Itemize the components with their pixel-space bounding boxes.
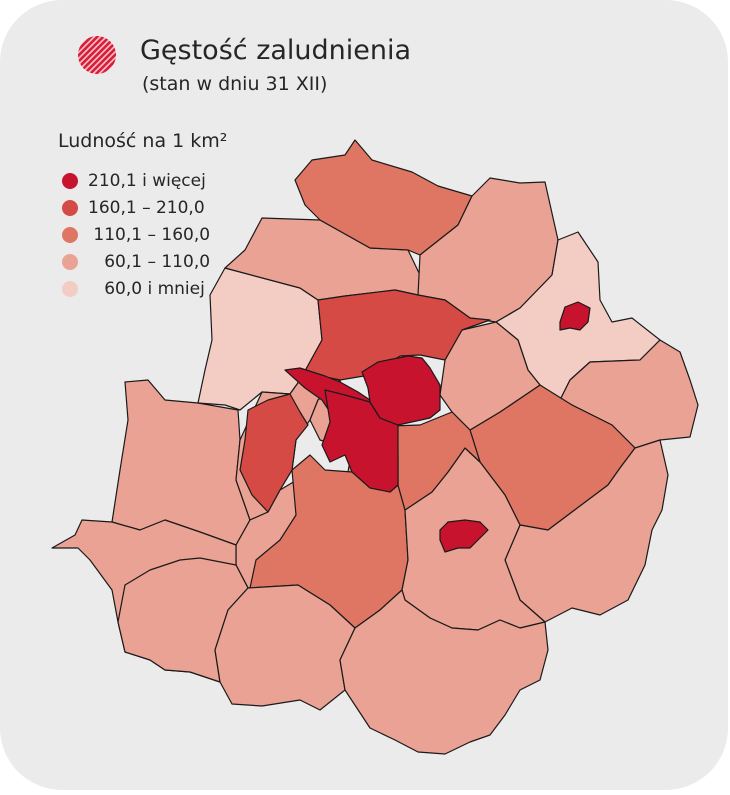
legend-swatch: [62, 253, 78, 270]
legend-label: 60,1 – 110,0: [88, 251, 211, 272]
legend-swatch: [62, 200, 78, 217]
legend-swatch: [62, 226, 78, 243]
map-subtitle: (stan w dniu 31 XII): [142, 73, 328, 95]
legend-label: 110,1 – 160,0: [88, 224, 211, 245]
region-east-city[interactable]: [559, 301, 591, 331]
legend-item: 160,1 – 210,0: [62, 195, 210, 222]
map-title: Gęstość zaludnienia: [140, 35, 412, 66]
region-southwest-2[interactable]: [117, 557, 249, 683]
legend-label: 60,0 i mniej: [88, 278, 205, 299]
region-city-east[interactable]: [361, 355, 441, 426]
legend-item: 110,1 – 160,0: [62, 222, 210, 249]
legend-title: Ludność na 1 km²: [58, 130, 228, 152]
region-south-center-1[interactable]: [214, 584, 356, 711]
legend-label: 160,1 – 210,0: [88, 198, 205, 219]
region-east-bottom[interactable]: [504, 439, 669, 623]
legend-swatch: [62, 280, 78, 297]
legend-item: 60,0 i mniej: [62, 275, 210, 302]
hatched-circle-icon: [78, 36, 116, 74]
region-south-bottom[interactable]: [339, 589, 549, 755]
region-west-narrow[interactable]: [239, 393, 309, 513]
legend: 210,1 i więcej 160,1 – 210,0 110,1 – 160…: [62, 168, 210, 302]
legend-item: 60,1 – 110,0: [62, 248, 210, 275]
legend-label: 210,1 i więcej: [88, 171, 206, 192]
region-south-city[interactable]: [439, 519, 489, 553]
legend-item: 210,1 i więcej: [62, 168, 210, 195]
legend-swatch: [62, 173, 78, 190]
